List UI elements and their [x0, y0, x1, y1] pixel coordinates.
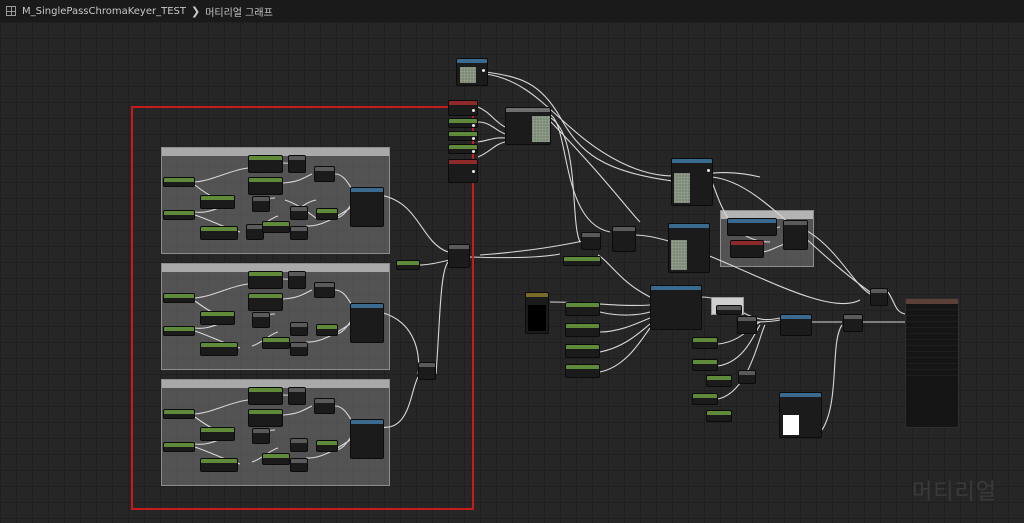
- node-c3-b[interactable]: [288, 387, 306, 405]
- node-c2-f[interactable]: [163, 326, 195, 336]
- node-c2-c[interactable]: [248, 293, 283, 311]
- node-c2-k[interactable]: [262, 337, 290, 349]
- param-node-r3[interactable]: [706, 375, 732, 387]
- math-node-right[interactable]: [783, 220, 808, 250]
- node-c2-m[interactable]: [290, 342, 308, 356]
- node-c3-k[interactable]: [262, 453, 290, 465]
- node-c2-l[interactable]: [290, 322, 308, 336]
- node-c1-m[interactable]: [290, 226, 308, 240]
- texture-param-node[interactable]: [448, 159, 478, 183]
- node-c2-g[interactable]: [200, 311, 235, 325]
- node-c1-i[interactable]: [252, 196, 270, 212]
- selection-rectangle: [131, 106, 474, 510]
- math-node-lerp[interactable]: [448, 244, 470, 268]
- function-node-output[interactable]: [780, 314, 812, 336]
- math-node-subtract[interactable]: [737, 316, 757, 334]
- node-c1-h[interactable]: [200, 226, 238, 240]
- param-node-k4[interactable]: [565, 364, 600, 378]
- texture-sample-node-white[interactable]: [779, 392, 822, 438]
- node-c1-a[interactable]: [248, 155, 283, 173]
- math-node-multiply[interactable]: [716, 305, 742, 315]
- graph-grid-icon: [6, 6, 16, 16]
- node-c2-a[interactable]: [248, 271, 283, 289]
- param-node-center[interactable]: [563, 256, 601, 266]
- node-c3-o[interactable]: [350, 419, 384, 459]
- texture-sample-node-top[interactable]: [456, 58, 488, 86]
- node-c3-h[interactable]: [200, 458, 238, 472]
- node-c1-g[interactable]: [200, 195, 235, 209]
- function-node-green-blue[interactable]: [727, 218, 777, 236]
- breadcrumb-asset[interactable]: M_SinglePassChromaKeyer_TEST: [22, 5, 186, 17]
- param-node-k2[interactable]: [565, 323, 600, 337]
- param-node-lerp[interactable]: [396, 260, 420, 270]
- math-node-final[interactable]: [843, 314, 863, 332]
- node-c2-o[interactable]: [350, 303, 384, 343]
- node-c2-d[interactable]: [314, 282, 335, 298]
- material-graph-canvas[interactable]: 머티리얼: [0, 22, 1024, 523]
- node-c1-f[interactable]: [163, 210, 195, 220]
- param-node-b[interactable]: [448, 131, 478, 141]
- math-node-center-1[interactable]: [581, 232, 601, 250]
- function-node-center[interactable]: [505, 107, 551, 145]
- param-node-a[interactable]: [448, 118, 478, 128]
- breadcrumb-separator-icon: ❯: [190, 4, 201, 18]
- param-node-r4[interactable]: [692, 393, 718, 405]
- node-c3-l[interactable]: [290, 438, 308, 452]
- node-c3-i[interactable]: [252, 428, 270, 444]
- param-node-r1[interactable]: [692, 337, 718, 349]
- material-output-node[interactable]: [905, 298, 959, 428]
- node-c3-e[interactable]: [163, 409, 195, 419]
- math-node-r6[interactable]: [738, 370, 756, 384]
- node-c2-h[interactable]: [200, 342, 238, 356]
- node-c3-c[interactable]: [248, 409, 283, 427]
- breadcrumb-current-view: 머티리얼 그래프: [205, 7, 273, 19]
- node-c1-d[interactable]: [314, 166, 335, 182]
- title-bar: M_SinglePassChromaKeyer_TEST ❯ 머티리얼 그래프: [0, 0, 1024, 23]
- param-node-r5[interactable]: [706, 410, 732, 422]
- param-node-k1[interactable]: [565, 302, 600, 316]
- param-node-c[interactable]: [448, 144, 478, 154]
- param-node-red[interactable]: [730, 240, 764, 258]
- node-c3-a[interactable]: [248, 387, 283, 405]
- node-c1-e[interactable]: [163, 177, 195, 187]
- node-c2-i[interactable]: [252, 312, 270, 328]
- node-c3-m[interactable]: [290, 458, 308, 472]
- math-node-top-right[interactable]: [870, 288, 888, 306]
- node-c1-n[interactable]: [316, 208, 338, 220]
- node-c1-k[interactable]: [262, 221, 290, 233]
- chroma-keyer-function-node[interactable]: [650, 285, 702, 330]
- node-c2-b[interactable]: [288, 271, 306, 289]
- param-node-k3[interactable]: [565, 344, 600, 358]
- node-c1-b[interactable]: [288, 155, 306, 173]
- node-c1-c[interactable]: [248, 177, 283, 195]
- node-c2-n[interactable]: [316, 324, 338, 336]
- math-node-add[interactable]: [418, 362, 436, 380]
- texture-sample-node-right[interactable]: [671, 158, 713, 206]
- texture-sample-node-mid[interactable]: [668, 223, 710, 273]
- node-c1-o[interactable]: [350, 187, 384, 227]
- node-c1-l[interactable]: [290, 206, 308, 220]
- graph-watermark: 머티리얼: [912, 480, 997, 505]
- node-c3-d[interactable]: [314, 398, 335, 414]
- node-c3-g[interactable]: [200, 427, 235, 441]
- texture-object-node[interactable]: [448, 100, 478, 116]
- param-node-r2[interactable]: [692, 359, 718, 371]
- math-node-center-2[interactable]: [612, 226, 636, 252]
- node-c3-n[interactable]: [316, 440, 338, 452]
- node-c3-f[interactable]: [163, 442, 195, 452]
- color-preview-black-node[interactable]: [525, 292, 549, 334]
- node-c2-e[interactable]: [163, 293, 195, 303]
